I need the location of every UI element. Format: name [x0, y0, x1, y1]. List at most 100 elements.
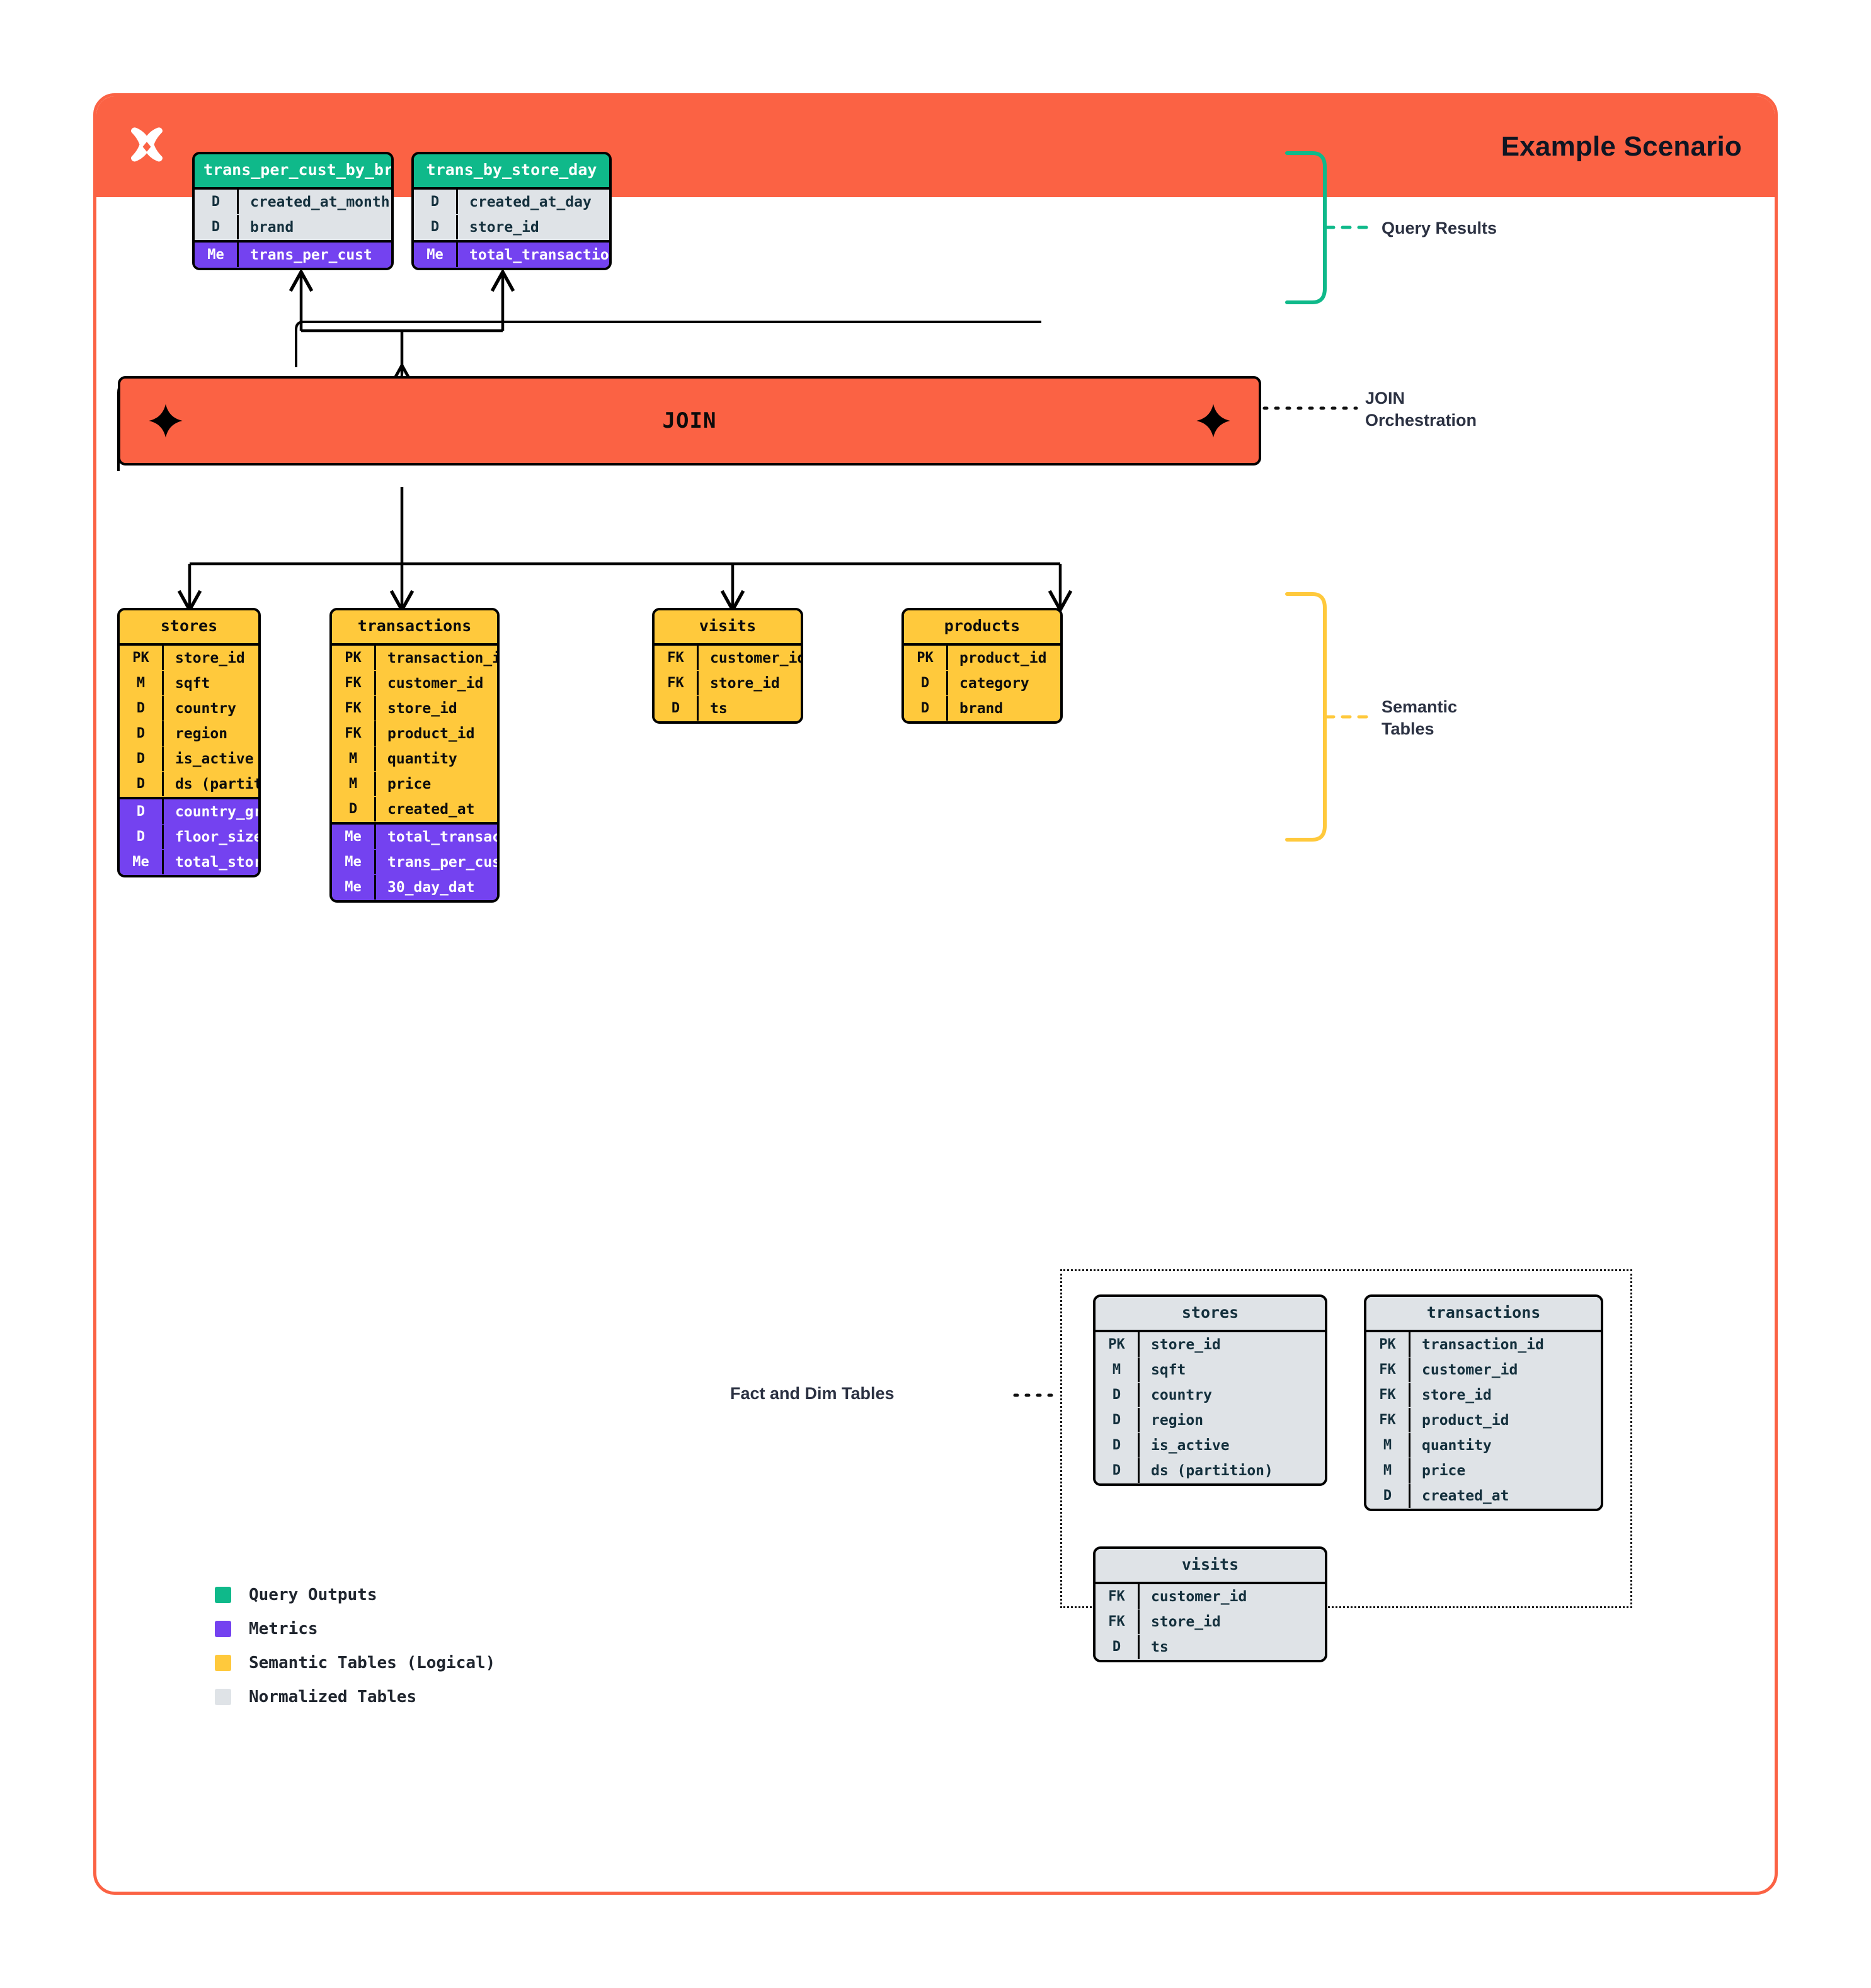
row-key: FK	[1366, 1357, 1410, 1383]
annotation-join-line-2: Orchestration	[1365, 410, 1477, 430]
query-result-card-0[interactable]: trans_per_cust_by_brand_month D created_…	[192, 152, 394, 270]
row-key: M	[332, 746, 376, 772]
row-field: customer_id	[387, 675, 484, 692]
join-label: JOIN	[662, 408, 717, 433]
legend-swatch-metrics	[215, 1621, 231, 1637]
row-key: M	[1096, 1357, 1140, 1383]
row-field: trans_per_cust	[387, 854, 500, 871]
row-field: ts	[710, 700, 728, 717]
row-field: sqft	[1151, 1361, 1186, 1378]
row-key: M	[1366, 1458, 1410, 1483]
row-field: ds (partition)	[1151, 1462, 1273, 1479]
annotation-query-results: Query Results	[1382, 219, 1497, 237]
row-key: Me	[414, 243, 458, 268]
card-title: visits	[1096, 1549, 1325, 1582]
table-row: FK store_id	[1096, 1609, 1325, 1635]
row-field: region	[175, 725, 228, 742]
diagram-canvas: trans_per_cust_by_brand_month D created_…	[96, 96, 1775, 1892]
row-key: D	[1096, 1458, 1140, 1483]
row-key: FK	[1366, 1408, 1410, 1433]
row-key: PK	[120, 646, 164, 671]
row-field: brand	[959, 700, 1004, 717]
row-field: price	[1422, 1462, 1466, 1479]
row-key: D	[120, 825, 164, 850]
legend-item-semantic-tables: Semantic Tables (Logical)	[215, 1646, 495, 1680]
row-field: trans_per_cust	[250, 246, 372, 263]
row-key: D	[195, 190, 239, 215]
annotation-semantic-line-2: Tables	[1382, 719, 1434, 738]
diagram-frame: Example Scenario	[93, 93, 1778, 1895]
row-field: quantity	[1422, 1437, 1492, 1454]
row-key: D	[120, 772, 164, 797]
row-field: sqft	[175, 675, 210, 692]
row-field: store_id	[1151, 1613, 1221, 1630]
legend-swatch-query-outputs	[215, 1587, 231, 1603]
row-key: M	[120, 671, 164, 696]
row-key: D	[1096, 1383, 1140, 1408]
row-key: FK	[1096, 1609, 1140, 1635]
row-field: total_transactions	[387, 828, 500, 845]
card-title: trans_by_store_day	[414, 154, 609, 187]
join-orchestration-node[interactable]: JOIN	[118, 376, 1261, 466]
fact-and-dim-group-box	[1060, 1269, 1632, 1608]
row-field: store_id	[710, 675, 780, 692]
sparkle-icon	[148, 403, 183, 438]
row-field: is_active	[1151, 1437, 1230, 1454]
row-field: total_stores	[175, 854, 258, 871]
row-key: D	[904, 671, 948, 696]
table-row: D brand	[195, 215, 391, 240]
legend-label: Normalized Tables	[249, 1688, 417, 1706]
table-row: FK customer_id	[1366, 1357, 1601, 1383]
row-key: D	[332, 797, 376, 822]
row-field: created_at_month	[250, 193, 390, 210]
row-field: product_id	[1422, 1412, 1509, 1429]
row-field: product_id	[387, 725, 475, 742]
row-key: FK	[1366, 1383, 1410, 1408]
x-mark-logo-icon	[124, 124, 169, 169]
query-result-card-1[interactable]: trans_by_store_day D created_at_day D st…	[411, 152, 612, 270]
row-key: PK	[1096, 1332, 1140, 1357]
table-row: Dds (partition)	[120, 772, 258, 797]
legend-swatch-semantic-tables	[215, 1655, 231, 1671]
row-field: quantity	[387, 750, 457, 767]
annotation-join-line-1: JOIN	[1365, 389, 1405, 408]
row-key: D	[414, 215, 458, 240]
row-key: D	[1366, 1483, 1410, 1509]
row-field: customer_id	[1422, 1361, 1518, 1378]
card-title: products	[904, 610, 1060, 643]
row-field: country	[1151, 1386, 1212, 1403]
row-key: PK	[904, 646, 948, 671]
row-field: price	[387, 775, 432, 792]
